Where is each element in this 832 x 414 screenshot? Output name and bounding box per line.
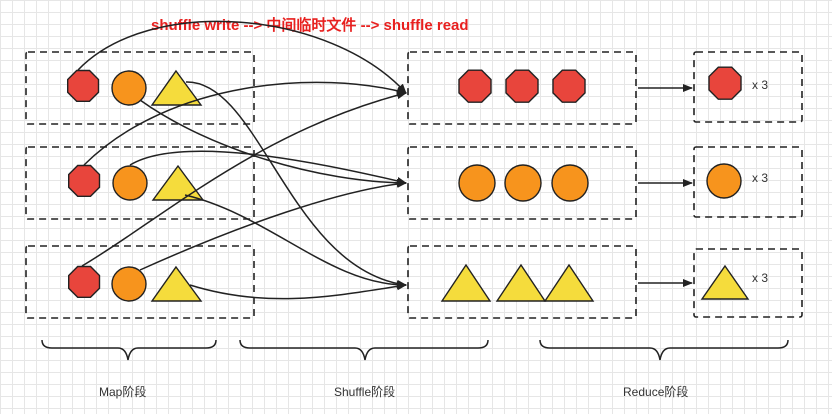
octagon-icon [505,69,539,103]
reduce-count-3: x 3 [752,271,768,285]
reduce-stage-label: Reduce阶段 [623,384,688,399]
circle-icon [551,164,589,202]
reduce-count-2: x 3 [752,171,768,185]
triangle-icon [150,69,203,106]
diagram-title: shuffle write --> 中间临时文件 --> shuffle rea… [151,16,469,34]
edge-map3-red-to-shuffle1 [81,91,407,267]
edge-map2-yellow-to-shuffle3 [184,194,407,289]
triangle-icon [440,263,492,302]
map-box-2 [25,146,255,220]
circle-icon [504,164,542,202]
triangle-icon [543,263,595,302]
octagon-icon [66,69,100,103]
shuffle-box-1-shapes [458,69,586,103]
shuffle-box-3 [407,245,637,319]
octagon-icon [67,265,101,298]
circle-icon [458,164,496,202]
reduce-count-1: x 3 [752,78,768,92]
edge-map1-yellow-to-shuffle3 [185,81,407,288]
octagon-icon [67,164,101,198]
shuffle-box-2-shapes [458,164,589,202]
edge-map3-orange-to-shuffle2 [139,179,407,271]
map-stage-brace [41,339,217,361]
edge-map2-orange-to-shuffle2 [129,150,407,185]
edge-map1-red-to-shuffle1 [77,20,407,94]
octagon-icon [708,66,742,100]
reduce-box-2-shapes [706,163,742,199]
shuffle-box-3-shapes [440,263,595,302]
shuffle-box-2 [407,146,637,220]
map-box-2-shapes [67,164,205,201]
reduce-box-3-shapes [700,264,750,300]
shuffle-stage-brace [239,339,489,361]
map-box-3-shapes [67,265,203,302]
edge-map2-red-to-shuffle1 [83,81,407,166]
shuffle-box-1 [407,51,637,125]
map-stage-label: Map阶段 [99,384,146,399]
reduce-box-2 [693,146,803,218]
edge-map3-yellow-to-shuffle3 [189,282,407,300]
shuffle-stage-label: Shuffle阶段 [334,384,395,399]
reduce-box-1 [693,51,803,123]
triangle-icon [495,263,547,302]
map-box-3 [25,245,255,319]
reduce-box-3 [693,248,803,318]
circle-icon [706,163,742,199]
triangle-icon [700,264,750,300]
triangle-icon [151,164,205,201]
circle-icon [112,165,148,201]
reduce-stage-brace [539,339,789,361]
edge-map1-orange-to-shuffle2 [139,99,407,187]
triangle-icon [150,265,203,302]
reduce-box-1-shapes [708,66,742,100]
octagon-icon [458,69,492,103]
map-box-1-shapes [66,69,203,106]
circle-icon [111,70,147,106]
circle-icon [111,266,147,302]
octagon-icon [552,69,586,103]
